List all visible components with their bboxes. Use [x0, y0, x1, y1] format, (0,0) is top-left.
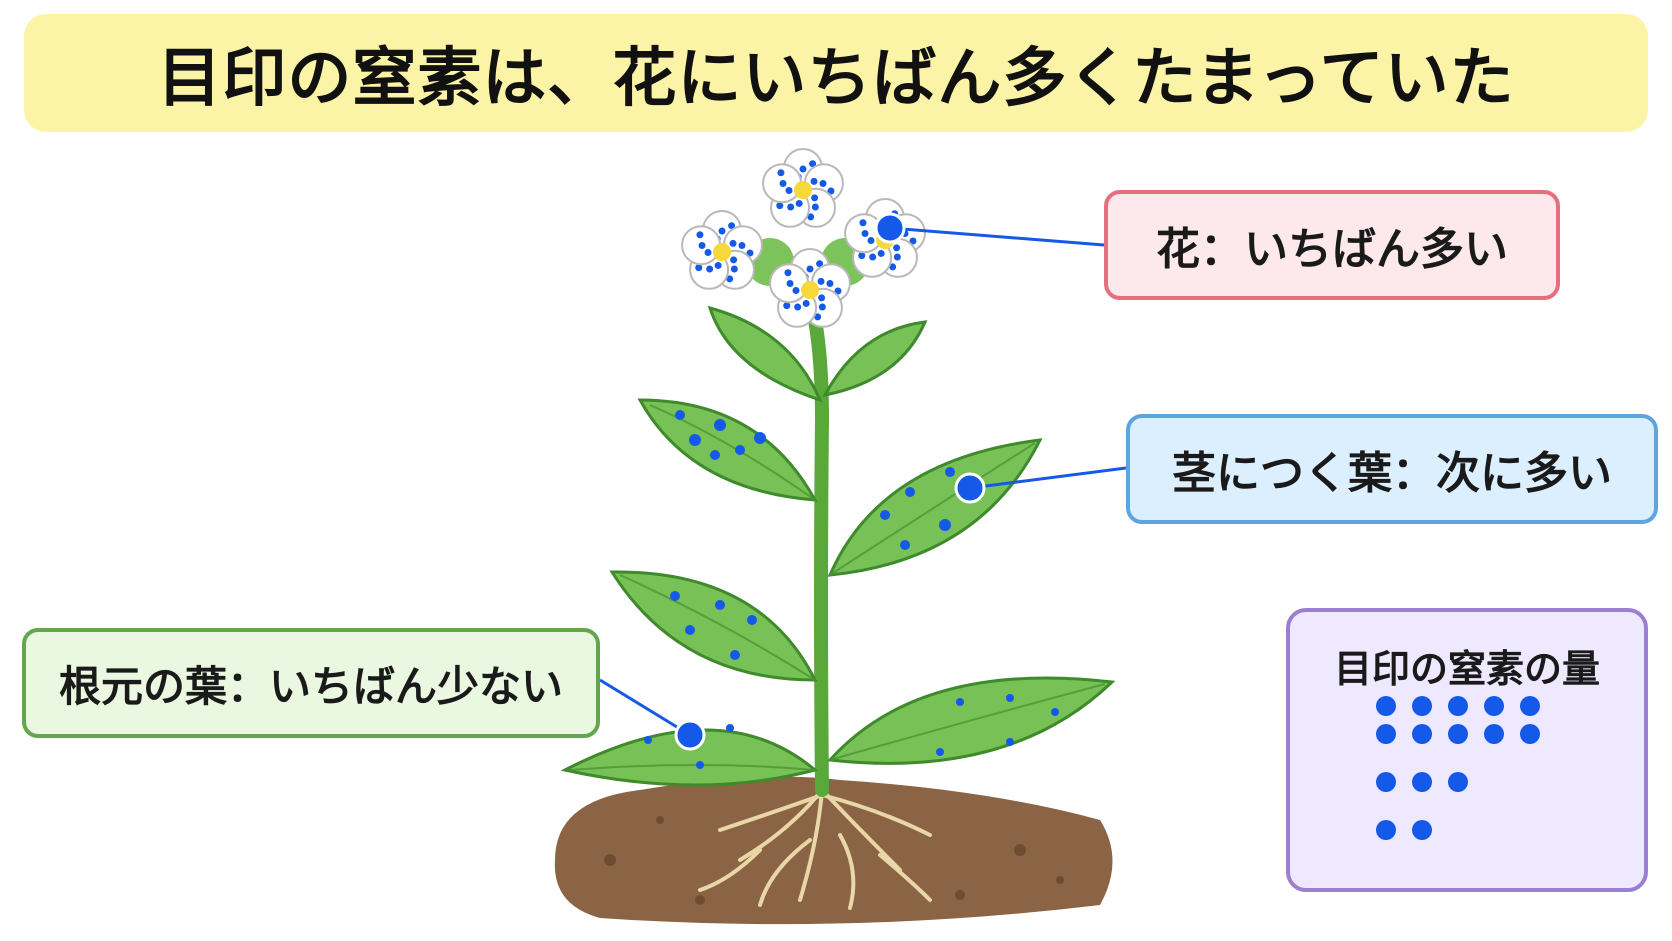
legend-dot — [1448, 696, 1468, 716]
leaf-upper-right — [822, 320, 928, 398]
flower-label: 花：いちばん多い — [1104, 190, 1560, 300]
flowers — [681, 148, 926, 328]
leaves — [560, 305, 1116, 787]
legend-dot — [1376, 696, 1396, 716]
title-banner: 目印の窒素は、花にいちばん多くたまっていた — [24, 14, 1648, 132]
root-leaf-label: 根元の葉：いちばん少ない — [22, 628, 600, 738]
legend-dot — [1376, 772, 1396, 792]
leaf-upper-left — [707, 305, 823, 403]
legend-dot — [1412, 820, 1432, 840]
flower — [762, 148, 844, 228]
legend-dot — [1412, 696, 1432, 716]
page-title: 目印の窒素は、花にいちばん多くたまっていた — [157, 42, 1515, 116]
soil-mound — [554, 776, 1113, 925]
stem-leaf-label: 茎につく葉：次に多い — [1126, 414, 1658, 524]
leaf-dots — [644, 410, 1059, 769]
roots — [698, 788, 932, 910]
leaf-mid-left — [637, 398, 818, 502]
legend-dot — [1448, 724, 1468, 744]
legend-dot — [1376, 820, 1396, 840]
leaf-low-left — [609, 570, 818, 682]
legend-dot — [1520, 724, 1540, 744]
leaf-bottom-left — [560, 728, 819, 787]
legend-title: 目印の窒素の量 — [1333, 647, 1600, 691]
nitrogen-legend: 目印の窒素の量 — [1286, 608, 1648, 892]
legend-dot — [1520, 696, 1540, 716]
root-leaf-marker — [674, 719, 706, 751]
connector-lines — [599, 226, 1127, 737]
marker-dots — [674, 212, 986, 751]
flower — [681, 210, 763, 290]
legend-dot — [1376, 724, 1396, 744]
legend-dot — [1448, 772, 1468, 792]
legend-dot — [1484, 696, 1504, 716]
stem — [808, 313, 830, 797]
legend-dot — [1412, 772, 1432, 792]
legend-dot — [1484, 724, 1504, 744]
stem-leaf-marker — [954, 472, 986, 504]
legend-dot-rows — [1376, 696, 1540, 840]
flower-marker — [874, 212, 906, 244]
flower — [769, 248, 851, 328]
legend-dot — [1412, 724, 1432, 744]
